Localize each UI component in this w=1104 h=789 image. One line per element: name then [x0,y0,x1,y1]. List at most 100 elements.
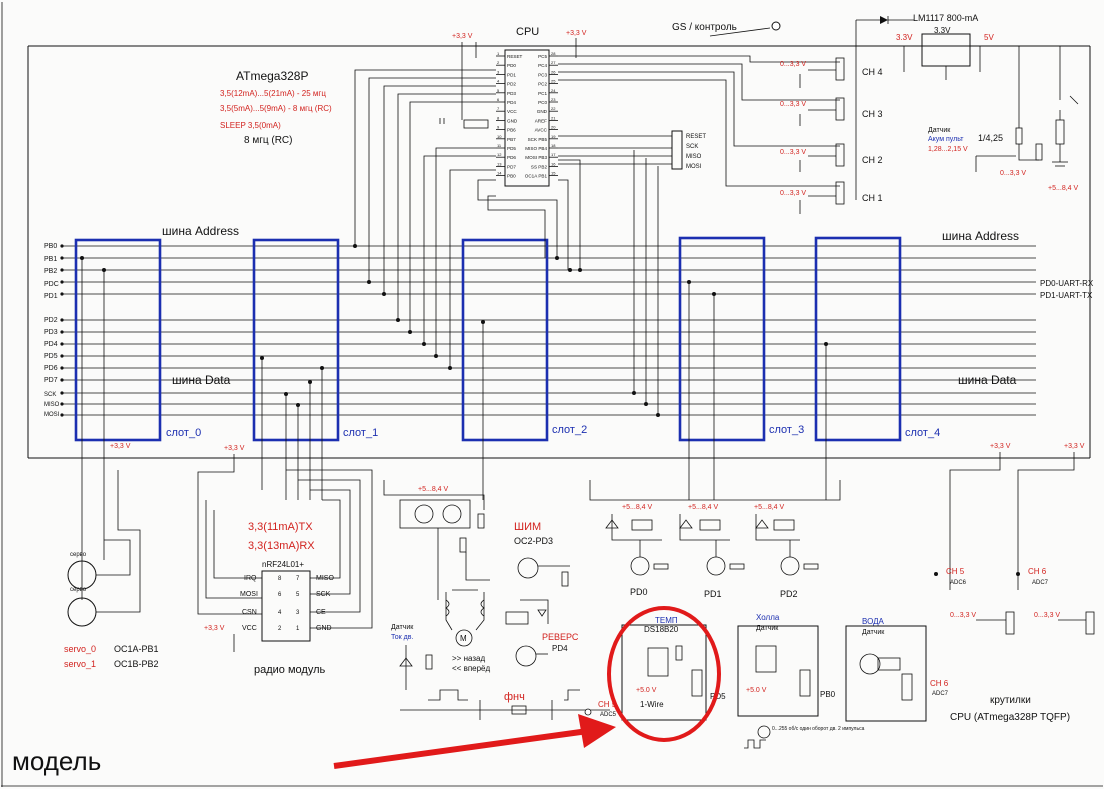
bus-pin-dot [60,342,64,346]
radio-pin-r: GND [316,625,332,632]
switch-pd1-transistor [706,556,726,576]
switch-label: PD0 [630,587,648,597]
radio-num: 3 [296,610,300,616]
switch-label: PD2 [780,589,798,599]
cpu-pin-number: 20 [551,125,556,130]
bus-pin-dot [60,354,64,358]
slot-4-label: слот_4 [905,427,940,439]
cpu-pin-number: 17 [551,152,556,157]
cpu-chip-body [504,49,550,187]
water-sensor-board [845,625,927,722]
radio-label: радио модуль [254,664,326,676]
bus-pin-dot [60,280,64,284]
hall-title: Холла [756,613,780,622]
uart-tx-label: PD1-UART-TX [1040,291,1093,300]
adc-ch5-label: CH 5 [598,700,617,709]
motor-icon [455,629,473,647]
radio-tx: 3,3(11mA)TX [248,521,313,533]
bus-pin-label: PDC [44,281,59,288]
cpu-pin-label: PD1 [507,72,516,77]
cpu-pin-number: 14 [497,171,502,176]
radio-vcc: +3,3 V [224,445,245,452]
slot-2-box [461,238,549,442]
bus-pin-dot [60,330,64,334]
reverse-label: РЕВЕРС [542,632,579,642]
cpu-pin-number: 2 [497,60,500,65]
switch-pd2-transistor [780,556,800,576]
water-sub: Датчик [862,629,885,636]
current-sensor-name: Ток дв. [391,634,413,641]
water-ch: CH 6 [930,679,949,688]
cpu-pin-label: GND [537,109,548,114]
cpu-pin-number: 8 [497,115,500,120]
bus-pin-label: PB2 [44,268,57,275]
cpu-pin-label: AVCC [535,128,548,133]
radio-pin-r: SCK [316,591,331,598]
cpu-pin-label: PD5 [507,146,516,151]
isp-pin: MISO [686,154,702,160]
radio-pin-l: IRQ [244,575,257,582]
radio-num: 4 [278,610,282,616]
hall-sensor-board [737,625,819,717]
cpu-pin-label: PD2 [507,82,516,87]
cpu-pins: RESET1PD02PD13PD24PD35PD46VCC7GND8PB69PB… [496,51,558,179]
cpu-pin-label: PC5 [538,54,547,59]
cpu-chip-name: ATmega328P [236,69,309,83]
cpu-pin-label: PB6 [507,128,516,133]
cpu-pin-label: VCC [507,109,517,114]
battery-vbat: +5...8,4 V [1048,185,1078,192]
slot-4-box [814,236,902,442]
regulator-out-label: 3.3V [896,33,913,42]
cpu-pin-number: 24 [551,88,556,93]
radio-module: +3,3 V 3,3(11mA)TX 3,3(13mA)RX nRF24L01+… [197,445,373,676]
bus-pin-label: PD3 [44,329,58,336]
slot-3-box [678,236,766,442]
cpu-pin-label: MOSI PB3 [525,155,547,160]
servo-0-pin: OC1A-PB1 [114,644,159,654]
cpu-pin-number: 21 [551,115,556,120]
water-adc: ADC7 [932,691,949,697]
radio-num: 5 [296,592,300,598]
cpu-pin-label: PC1 [538,91,547,96]
servo-block: серво серво +3,3 V servo_0 servo_1 OC1A-… [64,443,159,669]
cpu-pin-label: PC2 [538,82,547,87]
motor-dir-1: >> назад [452,654,485,663]
battery-sensor: Датчик Акум пульт 1/4,25 1,28...2,15 V 0… [928,46,1078,192]
motor-driver: +5...8,4 V ШИМ OC2-PD3 M >> назад << впе… [383,480,617,720]
hall-sensor: Холла Датчик +5.0 V PB0 0...255 об/с оди… [737,613,865,749]
bus-pin-dot [60,391,64,395]
bus-pin-dot [60,378,64,382]
bus-pin-dot [60,268,64,272]
radio-num: 1 [296,626,300,632]
switch-label: PD1 [704,589,722,599]
bus-pin-label: PD2 [44,317,58,324]
bus-pin-label: PB1 [44,256,57,263]
switch-pd0-transistor [630,556,650,576]
cpu-pin-number: 26 [551,69,556,74]
bus-pin-label: PD6 [44,365,58,372]
data-bus-label: шина Data [172,373,231,387]
cpu-pin-number: 6 [497,97,500,102]
cpu-pin-number: 23 [551,97,556,102]
reverse-transistor [515,645,537,667]
slot-1-label: слот_1 [343,427,378,439]
channel-range: 0...3,3 V [780,149,806,156]
radio-vcc-2: +3,3 V [204,625,225,632]
regulator-33: 3.3V [934,26,951,35]
knobs-label: крутилки [990,695,1031,706]
cpu-spec-1: 3,5(12mA)...5(21mA) - 25 мгц [220,89,326,98]
bus-pin-dot [60,402,64,406]
switch-vbat: +5...8,4 V [754,504,784,511]
servo-1-name: servo_1 [64,659,96,669]
water-title: ВОДА [862,617,885,626]
cpu-pin-number: 27 [551,60,556,65]
bus-pin-label: PB0 [44,243,57,250]
servo-1-pin: OC1B-PB2 [114,659,159,669]
hall-note: 0...255 об/с один оборот дв. 2 импульса [772,726,865,732]
cpu-pin-label: SCK PB5 [528,137,548,142]
bus-pin-label: MISO [44,402,60,408]
svg-text:ADC5: ADC5 [600,712,617,718]
radio-num: 7 [296,576,300,582]
isp-connector [671,130,683,170]
